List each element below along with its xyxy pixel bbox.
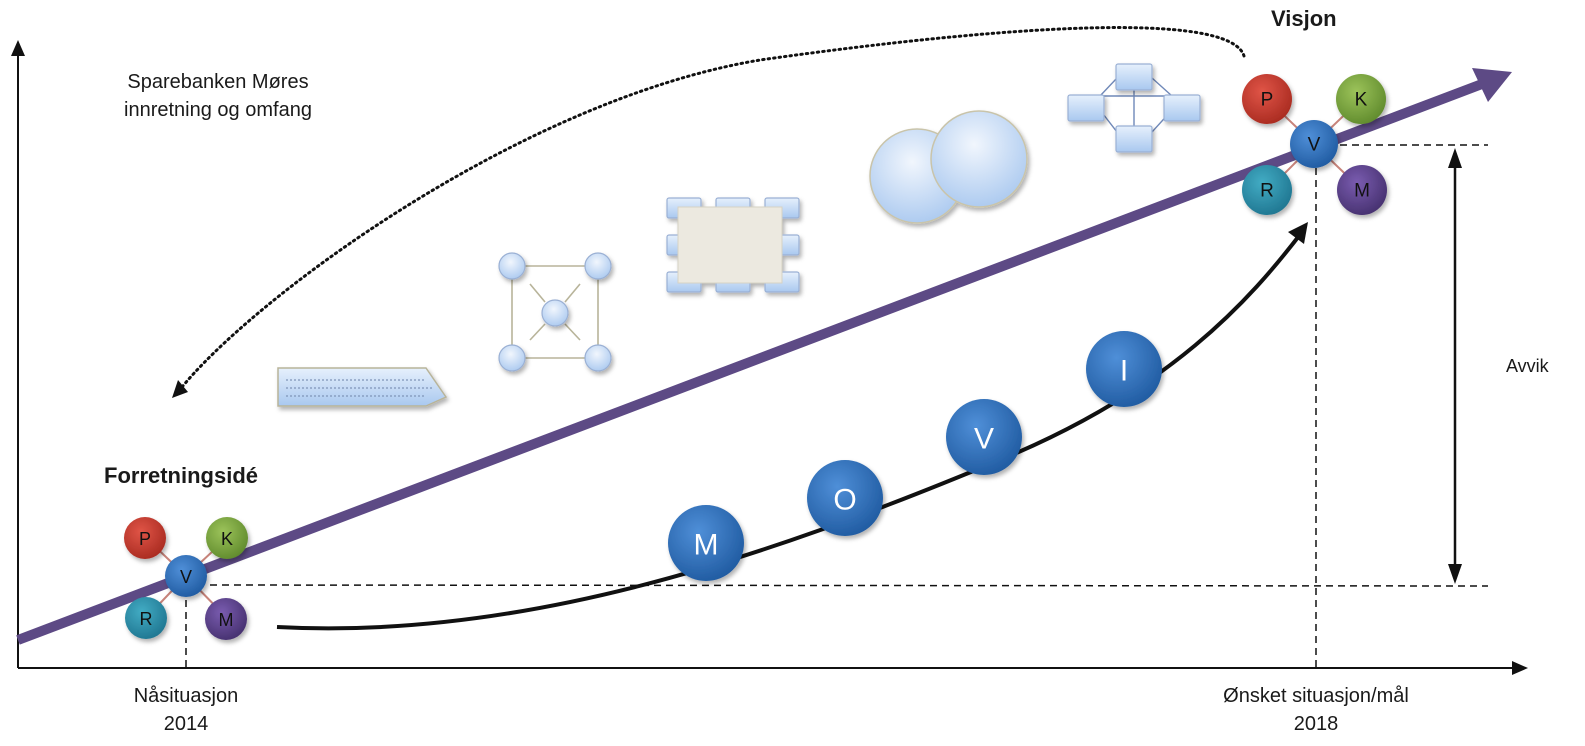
vision-node-k bbox=[1336, 74, 1386, 124]
vision-node-p-label: P bbox=[1261, 90, 1274, 111]
guide-lines bbox=[185, 144, 1489, 668]
start-node-m-label: M bbox=[219, 610, 234, 630]
development-curve-arrowhead bbox=[1288, 222, 1308, 244]
vision-node-k-label: K bbox=[1355, 90, 1368, 111]
vision-cluster: P K R M V bbox=[1242, 74, 1387, 215]
axes bbox=[11, 40, 1528, 675]
development-curve bbox=[276, 230, 1304, 631]
start-node-r bbox=[125, 597, 167, 639]
y-axis-label-line-1: Sparebanken Møres bbox=[127, 71, 309, 93]
path-node-1 bbox=[668, 505, 744, 581]
start-horizontal-guide bbox=[209, 584, 1489, 587]
gap-label: Avvik bbox=[1506, 356, 1549, 376]
start-heading: Forretningsidé bbox=[104, 463, 259, 488]
trend-arrow bbox=[16, 68, 1512, 645]
path-node-2-label: O bbox=[833, 484, 856, 517]
path-node-2 bbox=[807, 460, 883, 536]
vision-node-r bbox=[1242, 165, 1292, 215]
start-node-k-label: K bbox=[221, 529, 233, 549]
start-cluster: P K R M V bbox=[124, 517, 248, 640]
goal-caption: Ønsket situasjon/mål 2018 bbox=[1196, 682, 1436, 738]
start-node-r-label: R bbox=[140, 609, 153, 629]
start-node-k bbox=[206, 517, 248, 559]
vision-node-m-label: M bbox=[1354, 181, 1370, 202]
start-node-m bbox=[205, 598, 247, 640]
start-node-v bbox=[165, 555, 207, 597]
vision-heading: Visjon bbox=[1271, 6, 1337, 31]
chevron-list-icon bbox=[277, 367, 448, 407]
feedback-dotted-arc bbox=[176, 26, 1246, 394]
goal-caption-line-1: Ønsket situasjon/mål bbox=[1223, 685, 1409, 707]
vision-node-m bbox=[1337, 165, 1387, 215]
y-axis-label-line-2: innretning og omfang bbox=[124, 99, 312, 121]
path-node-3-label: V bbox=[974, 423, 994, 456]
path-node-3 bbox=[946, 399, 1022, 475]
path-node-4-label: I bbox=[1120, 355, 1128, 388]
path-node-4 bbox=[1086, 331, 1162, 407]
network-node-icon bbox=[498, 252, 612, 372]
start-node-v-label: V bbox=[180, 567, 192, 587]
vision-node-r-label: R bbox=[1260, 181, 1274, 202]
path-nodes: M O V I bbox=[668, 331, 1162, 581]
venn-circles-icon bbox=[869, 110, 1028, 224]
start-caption-line-2: 2014 bbox=[163, 713, 209, 735]
start-node-p bbox=[124, 517, 166, 559]
path-node-1-label: M bbox=[694, 529, 719, 562]
vision-node-v-label: V bbox=[1308, 135, 1321, 156]
hierarchy-flow-icon bbox=[1067, 63, 1201, 153]
y-axis-arrowhead bbox=[11, 40, 25, 56]
matrix-grid-icon bbox=[666, 197, 800, 293]
start-caption-line-1: Nåsituasjon bbox=[133, 685, 239, 707]
start-caption: Nåsituasjon 2014 bbox=[66, 682, 306, 738]
start-node-p-label: P bbox=[139, 529, 151, 549]
x-axis-arrowhead bbox=[1512, 661, 1528, 675]
gap-arrow bbox=[1448, 148, 1462, 584]
vision-node-v bbox=[1290, 120, 1338, 168]
goal-caption-line-2: 2018 bbox=[1293, 713, 1339, 735]
y-axis-label: Sparebanken Møres innretning og omfang bbox=[118, 68, 318, 124]
feedback-arc-arrowhead bbox=[172, 380, 188, 398]
vision-node-p bbox=[1242, 74, 1292, 124]
